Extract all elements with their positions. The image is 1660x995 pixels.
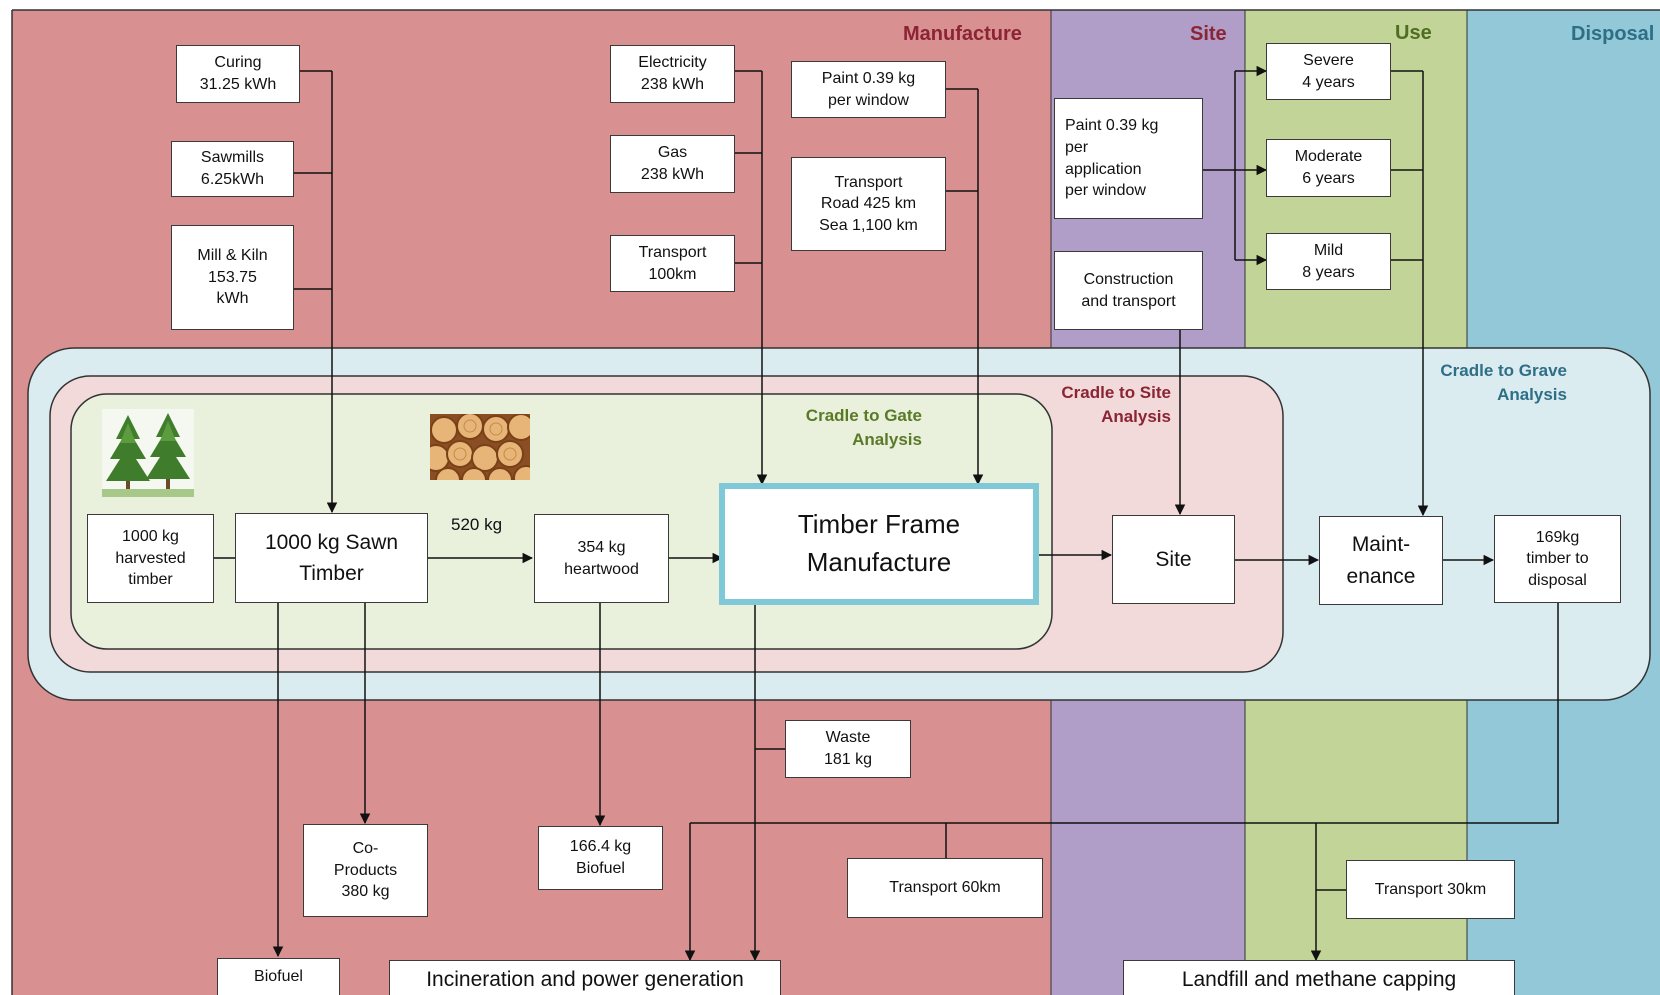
- maintenance-box: Maint- enance: [1319, 516, 1443, 605]
- heartwood-box: 354 kg heartwood: [534, 514, 669, 603]
- paint-per-application-box: Paint 0.39 kg per application per window: [1054, 98, 1203, 219]
- biofuel-166kg-box: 166.4 kg Biofuel: [538, 826, 663, 890]
- timber-frame-manufacture-box: Timber Frame Manufacture: [719, 483, 1039, 605]
- transport-30km-box: Transport 30km: [1346, 860, 1515, 919]
- site-box: Site: [1112, 515, 1235, 604]
- waste-box: Waste 181 kg: [785, 720, 911, 778]
- flow-label-520kg: 520 kg: [451, 515, 503, 534]
- co-products-box: Co- Products 380 kg: [303, 824, 428, 917]
- connectors: [214, 65, 1559, 962]
- mill-and-kiln-box: Mill & Kiln 153.75 kWh: [171, 225, 294, 330]
- logs-picture: [430, 414, 530, 480]
- paint-per-window-box: Paint 0.39 kg per window: [791, 61, 946, 118]
- construction-transport-box: Construction and transport: [1054, 251, 1203, 330]
- stage-header-disposal: Disposal: [1571, 23, 1655, 45]
- tree-left-icon: [106, 415, 150, 493]
- mild-8-years-box: Mild 8 years: [1266, 233, 1391, 290]
- transport-road-sea-box: Transport Road 425 km Sea 1,100 km: [791, 157, 946, 251]
- stage-header-use: Use: [1395, 22, 1432, 44]
- incineration-box: Incineration and power generation: [389, 960, 781, 995]
- stage-header-site: Site: [1190, 23, 1227, 45]
- cradle-to-site-label: Cradle to Site Analysis: [1061, 383, 1171, 426]
- cradle-to-gate-label: Cradle to Gate Analysis: [805, 406, 922, 449]
- trees-picture: [102, 409, 194, 497]
- curing-box: Curing 31.25 kWh: [176, 45, 300, 103]
- sawmills-box: Sawmills 6.25kWh: [171, 141, 294, 197]
- sawn-timber-box: 1000 kg Sawn Timber: [235, 513, 428, 603]
- electricity-box: Electricity 238 kWh: [610, 45, 735, 103]
- stage-header-manufacture: Manufacture: [903, 23, 1022, 45]
- biofuel-box: Biofuel: [217, 958, 340, 995]
- harvested-timber-box: 1000 kg harvested timber: [87, 514, 214, 603]
- transport-60km-box: Transport 60km: [847, 858, 1043, 918]
- timber-to-disposal-box: 169kg timber to disposal: [1494, 515, 1621, 603]
- gas-box: Gas 238 kWh: [610, 135, 735, 193]
- moderate-6-years-box: Moderate 6 years: [1266, 139, 1391, 197]
- tree-right-icon: [146, 413, 190, 493]
- cradle-to-grave-label: Cradle to Grave Analysis: [1440, 361, 1567, 404]
- transport-100km-box: Transport 100km: [610, 235, 735, 292]
- severe-4-years-box: Severe 4 years: [1266, 43, 1391, 100]
- landfill-box: Landfill and methane capping: [1123, 960, 1515, 995]
